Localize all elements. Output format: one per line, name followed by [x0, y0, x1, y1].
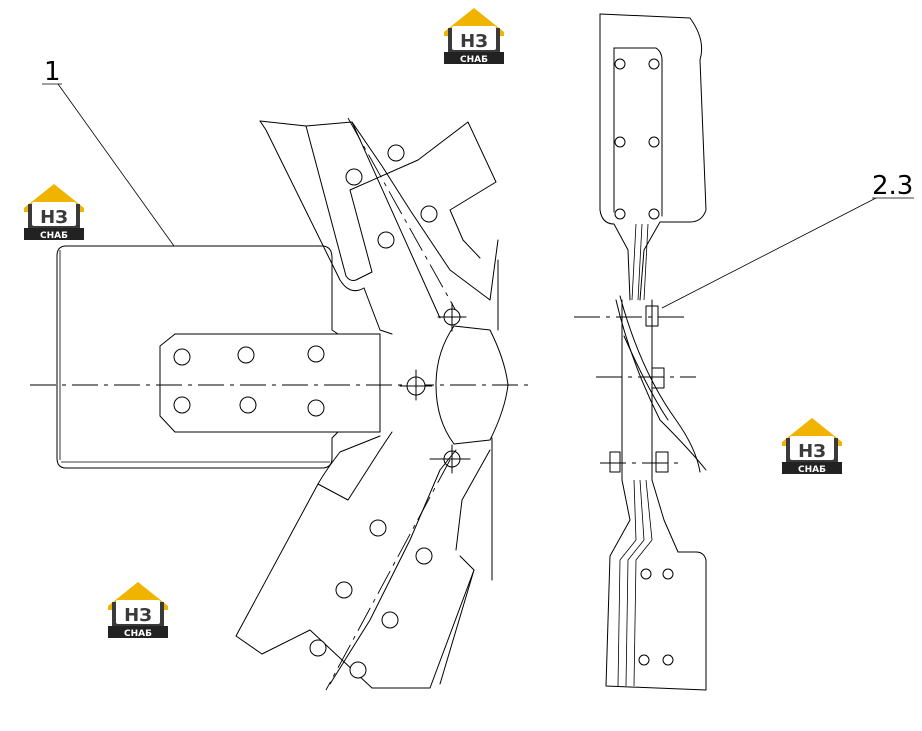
logo-left: НЗ СНАБ: [24, 184, 84, 241]
logo-bottom: НЗ СНАБ: [108, 582, 168, 639]
svg-text:СНАБ: СНАБ: [798, 465, 826, 475]
svg-text:НЗ: НЗ: [460, 31, 488, 52]
fan-front-view: 1: [30, 57, 528, 691]
callout-1: 1: [44, 57, 61, 87]
fan-side-view: 2.3: [574, 13, 914, 691]
svg-text:СНАБ: СНАБ: [460, 55, 488, 65]
svg-text:НЗ: НЗ: [40, 207, 68, 228]
callout-2-3: 2.3: [872, 171, 913, 201]
logo-right: НЗ СНАБ: [782, 418, 842, 475]
svg-text:СНАБ: СНАБ: [40, 231, 68, 241]
svg-text:НЗ: НЗ: [798, 441, 826, 462]
svg-text:НЗ: НЗ: [124, 605, 152, 626]
logo-top: НЗ СНАБ: [444, 8, 504, 65]
svg-text:СНАБ: СНАБ: [124, 629, 152, 639]
